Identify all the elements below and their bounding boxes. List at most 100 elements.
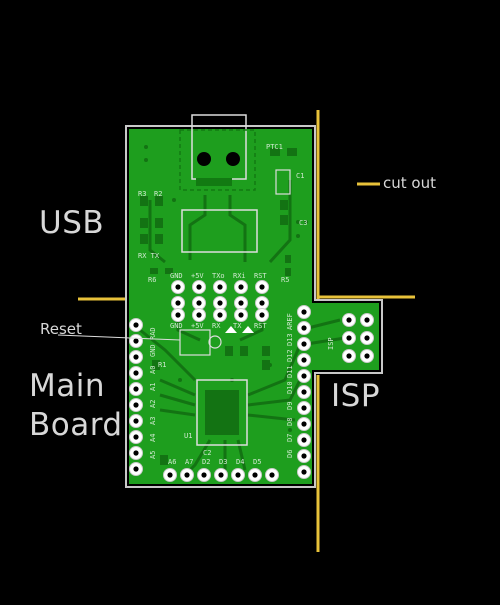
header2-pad-3-hole xyxy=(238,312,244,318)
header1-pad-top-1-hole xyxy=(196,284,202,290)
header1-pad-top-4-hole xyxy=(259,284,265,290)
right-pin-label-2: D12 xyxy=(286,349,294,362)
right-pin-9-hole xyxy=(301,453,307,459)
bottom-pin-label-3: D3 xyxy=(219,458,227,466)
header2-pad-1-hole xyxy=(196,312,202,318)
left-pin-label-4: A2 xyxy=(149,400,157,408)
header1-label-1: +5V xyxy=(191,272,204,280)
left-pin-label-6: A4 xyxy=(149,434,157,442)
header1-pad-top-2-hole xyxy=(217,284,223,290)
left-pin-label-3: A1 xyxy=(149,383,157,391)
header2-label-1: +5V xyxy=(191,322,204,330)
cut-out-label: cut out xyxy=(383,174,436,192)
left-pin-9-hole xyxy=(133,466,139,472)
right-pin-5-hole xyxy=(301,389,307,395)
header1-pad-top-0-hole xyxy=(175,284,181,290)
left-pin-1-hole xyxy=(133,338,139,344)
right-pin-label-0: AREF xyxy=(286,313,294,330)
vias xyxy=(144,145,308,432)
bottom-pin-label-2: D2 xyxy=(202,458,210,466)
bottom-pin-label-1: A7 xyxy=(185,458,193,466)
header1-label-3: RXi xyxy=(233,272,246,280)
right-pin-8-hole xyxy=(301,437,307,443)
header1-pad-bottom-1-hole xyxy=(196,300,202,306)
header2-label-2: RX xyxy=(212,322,221,330)
bottom-pin-3-hole xyxy=(218,472,224,478)
header2-label-0: GND xyxy=(170,322,183,330)
silk-r6: R6 xyxy=(148,276,156,284)
header2-label-4: RST xyxy=(254,322,267,330)
bottom-pin-label-4: D4 xyxy=(236,458,244,466)
header-ftdi xyxy=(171,280,269,310)
silk-u1: U1 xyxy=(184,432,192,440)
header1-label-2: TXo xyxy=(212,272,225,280)
bottom-pin-1-hole xyxy=(184,472,190,478)
bottom-pin-5-hole xyxy=(252,472,258,478)
bottom-pin-2-hole xyxy=(201,472,207,478)
right-pin-label-3: D11 xyxy=(286,365,294,378)
silk-r1: R1 xyxy=(158,361,166,369)
passive-components xyxy=(140,148,297,465)
isp-pin-b-1-hole xyxy=(364,335,370,341)
main-board-label-line1: Main xyxy=(29,368,106,404)
right-pin-label-4: D10 xyxy=(286,381,294,394)
isp-pin-a-2-hole xyxy=(346,353,352,359)
right-pin-3-hole xyxy=(301,357,307,363)
cut-lines xyxy=(78,110,415,552)
reset-button-footprint xyxy=(179,329,222,356)
isp-label: ISP xyxy=(331,378,381,414)
right-pin-label-7: D7 xyxy=(286,434,294,442)
header-serial xyxy=(171,308,269,322)
right-pin-7-hole xyxy=(301,421,307,427)
led-tx xyxy=(242,326,254,333)
silk-r3: R3 xyxy=(138,190,146,198)
bottom-pin-6-hole xyxy=(269,472,275,478)
led-rx xyxy=(225,326,237,333)
right-pin-0-hole xyxy=(301,309,307,315)
left-pin-label-7: A5 xyxy=(149,451,157,459)
right-pin-2-hole xyxy=(301,341,307,347)
header1-pad-bottom-2-hole xyxy=(217,300,223,306)
right-pin-label-8: D6 xyxy=(286,450,294,458)
right-pin-row xyxy=(297,305,311,479)
right-pin-4-hole xyxy=(301,373,307,379)
silk-rx-tx: RX TX xyxy=(138,252,160,260)
right-pin-label-5: D9 xyxy=(286,402,294,410)
header1-label-4: RST xyxy=(254,272,267,280)
header2-pad-2-hole xyxy=(217,312,223,318)
left-pin-6-hole xyxy=(133,418,139,424)
bottom-pin-row xyxy=(163,468,279,482)
bottom-pin-label-0: A6 xyxy=(168,458,176,466)
left-pin-0-hole xyxy=(133,322,139,328)
silkscreen: PTC1 R3 R2 C1 C3 RX TX R6 R5 R1 U1 C2 xyxy=(138,143,307,457)
isp-pin-a-0-hole xyxy=(346,317,352,323)
isp-header xyxy=(342,313,374,363)
reset-label: Reset xyxy=(40,320,82,338)
silk-c2: C2 xyxy=(203,449,211,457)
right-pin-6-hole xyxy=(301,405,307,411)
board-outline xyxy=(125,125,383,488)
silk-r2: R2 xyxy=(154,190,162,198)
header1-pad-bottom-4-hole xyxy=(259,300,265,306)
left-pin-label-0: RAD xyxy=(149,327,157,340)
isp-pin-b-0-hole xyxy=(364,317,370,323)
bottom-pin-4-hole xyxy=(235,472,241,478)
silk-r5: R5 xyxy=(281,276,289,284)
right-pin-1-hole xyxy=(301,325,307,331)
right-pin-10-hole xyxy=(301,469,307,475)
usb-label: USB xyxy=(39,205,105,241)
header1-label-0: GND xyxy=(170,272,183,280)
left-pin-3-hole xyxy=(133,370,139,376)
right-pin-label-6: D8 xyxy=(286,418,294,426)
isp-silk-label: ISP xyxy=(327,337,335,350)
header1-pad-bottom-3-hole xyxy=(238,300,244,306)
silk-ptc1: PTC1 xyxy=(266,143,283,151)
left-pin-label-5: A3 xyxy=(149,417,157,425)
left-pin-5-hole xyxy=(133,402,139,408)
left-pin-label-1: GND xyxy=(149,344,157,357)
left-pin-8-hole xyxy=(133,450,139,456)
silk-c1: C1 xyxy=(296,172,304,180)
header1-pad-top-3-hole xyxy=(238,284,244,290)
